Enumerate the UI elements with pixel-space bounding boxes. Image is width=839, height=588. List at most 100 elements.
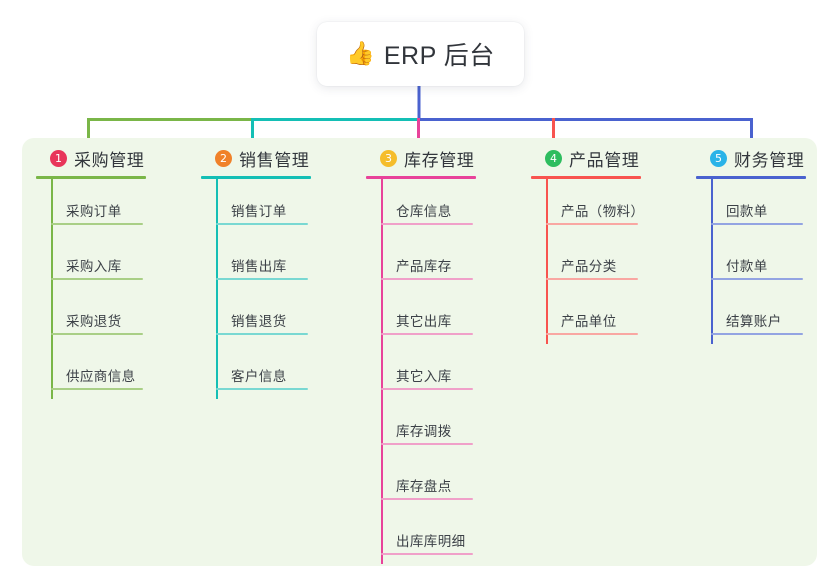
list-item-rule (711, 278, 803, 280)
list-item[interactable]: 销售退货 (201, 289, 311, 344)
column-items-1: 采购订单采购入库采购退货供应商信息 (36, 179, 146, 399)
list-item-label: 销售出库 (231, 259, 287, 274)
list-item-label: 客户信息 (231, 369, 287, 384)
list-item[interactable]: 库存调拨 (366, 399, 476, 454)
list-item-label: 库存盘点 (396, 479, 452, 494)
list-item[interactable]: 付款单 (696, 234, 806, 289)
column-badge-2: 2 (215, 149, 232, 167)
list-item-label: 产品分类 (561, 259, 617, 274)
list-item-rule (381, 553, 473, 555)
column-header-5[interactable]: 5 财务管理 (696, 146, 806, 170)
column-title-3: 库存管理 (404, 150, 475, 170)
column-3: 3 库存管理仓库信息产品库存其它出库其它入库库存调拨库存盘点出库库明细 (366, 146, 476, 564)
list-item-label: 采购订单 (66, 204, 122, 219)
column-4: 4 产品管理产品（物料） 产品分类产品单位 (531, 146, 645, 344)
list-item-rule (381, 333, 473, 335)
list-item[interactable]: 采购入库 (36, 234, 146, 289)
list-item-label: 产品库存 (396, 259, 452, 274)
column-spine-1 (51, 179, 53, 399)
list-item[interactable]: 采购退货 (36, 289, 146, 344)
root-node[interactable]: 👍 ERP 后台 (317, 22, 524, 86)
list-item-rule (216, 388, 308, 390)
list-item-rule (546, 223, 638, 225)
list-item[interactable]: 销售出库 (201, 234, 311, 289)
list-item-label: 其它出库 (396, 314, 452, 329)
list-item-label: 回款单 (726, 204, 768, 219)
column-badge-1: 1 (50, 149, 67, 167)
list-item-rule (381, 278, 473, 280)
thumbs-up-icon: 👍 (346, 40, 375, 67)
root-title: ERP 后台 (383, 42, 495, 70)
list-item-rule (51, 223, 143, 225)
column-items-3: 仓库信息产品库存其它出库其它入库库存调拨库存盘点出库库明细 (366, 179, 476, 564)
column-title-5: 财务管理 (734, 150, 805, 170)
column-1: 1 采购管理采购订单采购入库采购退货供应商信息 (36, 146, 146, 399)
list-item-rule (711, 333, 803, 335)
list-item-rule (216, 223, 308, 225)
list-item-rule (51, 388, 143, 390)
column-badge-4: 4 (545, 149, 562, 167)
list-item-rule (381, 388, 473, 390)
column-title-1: 采购管理 (74, 150, 145, 170)
list-item-rule (381, 223, 473, 225)
column-2: 2 销售管理销售订单销售出库销售退货客户信息 (201, 146, 311, 399)
column-header-4[interactable]: 4 产品管理 (531, 146, 641, 170)
column-5: 5 财务管理回款单付款单结算账户 (696, 146, 806, 344)
column-rule-2 (201, 176, 311, 179)
list-item-label: 销售退货 (231, 314, 287, 329)
list-item[interactable]: 客户信息 (201, 344, 311, 399)
list-item[interactable]: 供应商信息 (36, 344, 146, 399)
list-item-label: 产品（物料） (561, 204, 645, 219)
list-item[interactable]: 回款单 (696, 179, 806, 234)
list-item[interactable]: 产品分类 (531, 234, 641, 289)
column-items-4: 产品（物料） 产品分类产品单位 (531, 179, 645, 344)
column-spine-4 (546, 179, 548, 344)
column-title-2: 销售管理 (239, 150, 310, 170)
list-item-label: 采购入库 (66, 259, 122, 274)
list-item[interactable]: 出库库明细 (366, 509, 476, 564)
column-rule-4 (531, 176, 641, 179)
column-rule-5 (696, 176, 806, 179)
list-item-label: 付款单 (726, 259, 768, 274)
list-item[interactable]: 产品单位 (531, 289, 641, 344)
list-item-label: 销售订单 (231, 204, 287, 219)
column-badge-3: 3 (380, 149, 397, 167)
column-title-4: 产品管理 (569, 150, 640, 170)
list-item[interactable]: 销售订单 (201, 179, 311, 234)
list-item-rule (51, 278, 143, 280)
column-header-3[interactable]: 3 库存管理 (366, 146, 476, 170)
column-badge-5: 5 (710, 149, 727, 167)
list-item[interactable]: 采购订单 (36, 179, 146, 234)
list-item-label: 供应商信息 (66, 369, 136, 384)
column-spine-3 (381, 179, 383, 564)
list-item-rule (216, 333, 308, 335)
column-header-2[interactable]: 2 销售管理 (201, 146, 311, 170)
list-item[interactable]: 仓库信息 (366, 179, 476, 234)
column-rule-3 (366, 176, 476, 179)
list-item-rule (711, 223, 803, 225)
list-item[interactable]: 产品（物料） (531, 179, 645, 234)
list-item-rule (546, 333, 638, 335)
list-item[interactable]: 其它入库 (366, 344, 476, 399)
column-items-5: 回款单付款单结算账户 (696, 179, 806, 344)
list-item-label: 库存调拨 (396, 424, 452, 439)
list-item[interactable]: 其它出库 (366, 289, 476, 344)
list-item-rule (381, 443, 473, 445)
diagram-panel (22, 138, 817, 566)
list-item-label: 其它入库 (396, 369, 452, 384)
list-item-label: 仓库信息 (396, 204, 452, 219)
column-spine-5 (711, 179, 713, 344)
list-item-rule (546, 278, 638, 280)
column-spine-2 (216, 179, 218, 399)
list-item[interactable]: 结算账户 (696, 289, 806, 344)
list-item[interactable]: 库存盘点 (366, 454, 476, 509)
column-header-1[interactable]: 1 采购管理 (36, 146, 146, 170)
column-items-2: 销售订单销售出库销售退货客户信息 (201, 179, 311, 399)
list-item[interactable]: 产品库存 (366, 234, 476, 289)
list-item-rule (216, 278, 308, 280)
column-rule-1 (36, 176, 146, 179)
list-item-rule (51, 333, 143, 335)
list-item-label: 产品单位 (561, 314, 617, 329)
list-item-rule (381, 498, 473, 500)
